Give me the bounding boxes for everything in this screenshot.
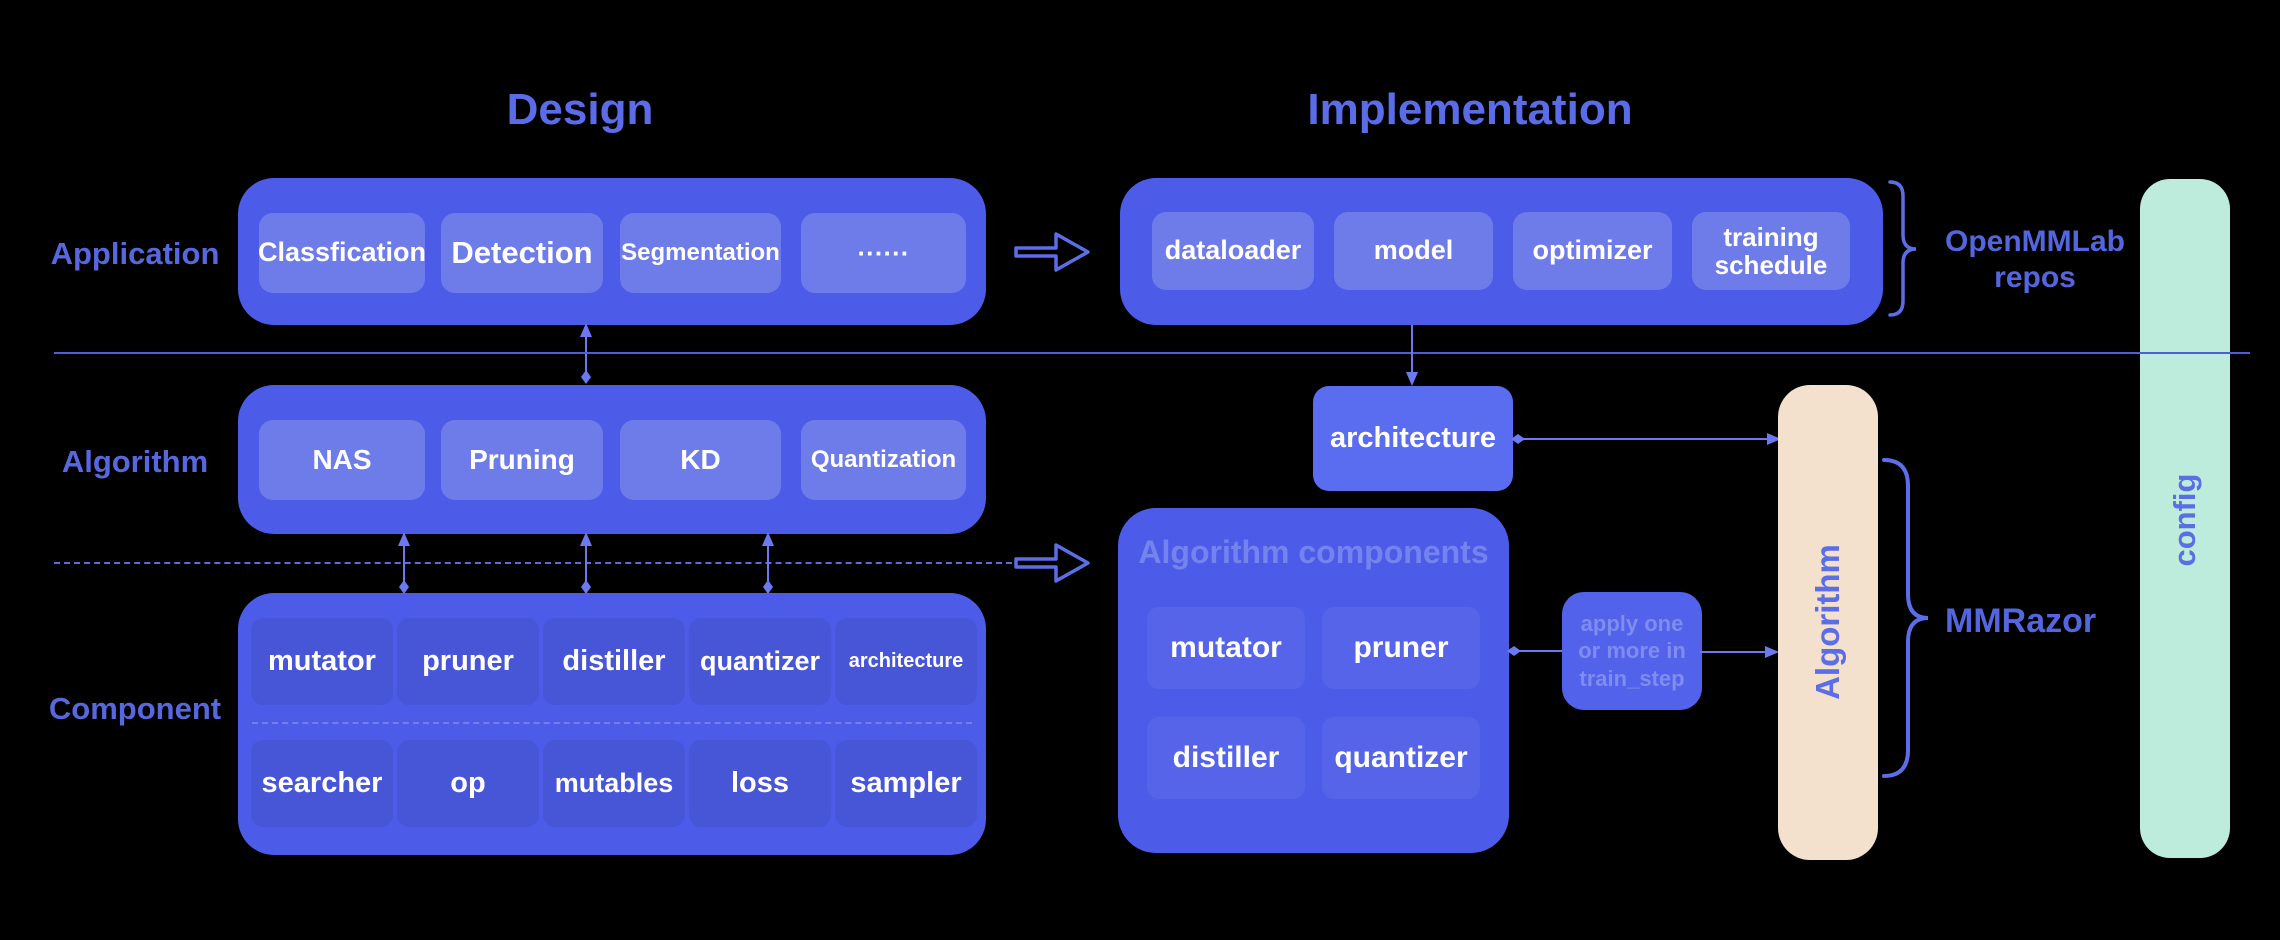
component-quantizer: quantizer (689, 618, 831, 705)
component-mutables: mutables (543, 740, 685, 827)
impl-component-pruner: pruner (1322, 607, 1480, 689)
impl-dataloader: dataloader (1152, 212, 1314, 290)
arrow-component-to-algorithm-1-icon (398, 532, 410, 594)
component-searcher: searcher (251, 740, 393, 827)
component-mutator: mutator (251, 618, 393, 705)
arrow-architecture-to-algorithm-bar-icon (1511, 433, 1781, 445)
openmmlab-line1: OpenMMLab (1945, 225, 2125, 258)
apply-note-line2: or more in (1578, 638, 1686, 664)
apply-note-line3: train_step (1579, 665, 1685, 691)
impl-training-schedule: training schedule (1692, 212, 1850, 290)
component-architecture: architecture (835, 618, 977, 705)
openmmlab-brace-icon (1888, 180, 1917, 317)
component-box-inner-divider (252, 722, 972, 724)
component-pruner: pruner (397, 618, 539, 705)
openmmlab-line2: repos (1994, 261, 2076, 294)
impl-component-distiller: distiller (1147, 717, 1305, 799)
arrow-component-to-algorithm-2-icon (580, 532, 592, 594)
row-label-algorithm: Algorithm (61, 444, 209, 479)
design-algo-nas: NAS (259, 420, 425, 500)
config-bar (2140, 179, 2230, 858)
design-algo-kd: KD (620, 420, 781, 500)
component-op: op (397, 740, 539, 827)
impl-architecture-box: architecture (1313, 386, 1513, 491)
row-label-application: Application (50, 236, 220, 271)
design-app-ellipsis: ······ (801, 213, 966, 293)
config-bar-label: config (2167, 473, 2202, 567)
connector-components-to-note-icon (1507, 646, 1564, 656)
algorithm-bar (1778, 385, 1878, 860)
apply-note-line1: apply one (1580, 610, 1684, 636)
row-label-component: Component (48, 691, 222, 726)
impl-algorithm-components-box: Algorithm components mutator pruner dist… (1118, 508, 1509, 853)
design-app-classfication: Classfication (258, 213, 426, 293)
apply-note-box: apply one or more in train_step (1562, 592, 1702, 710)
algorithm-components-heading: Algorithm components (1138, 534, 1489, 570)
design-to-implementation-arrow-bottom-icon (1014, 543, 1090, 583)
openmmlab-repos-label: OpenMMLab repos (1930, 224, 2140, 296)
design-to-implementation-arrow-top-icon (1014, 232, 1090, 272)
design-algo-quantization: Quantization (801, 420, 966, 500)
design-algo-pruning: Pruning (441, 420, 603, 500)
apply-note-text: apply one or more in train_step (1578, 610, 1686, 693)
impl-component-quantizer: quantizer (1322, 717, 1480, 799)
mmrazor-label: MMRazor (1945, 602, 2097, 640)
mmrazor-brace-icon (1882, 458, 1929, 778)
design-app-detection: Detection (441, 213, 603, 293)
component-distiller: distiller (543, 618, 685, 705)
algorithm-bar-label: Algorithm (1809, 544, 1846, 700)
impl-component-mutator: mutator (1147, 607, 1305, 689)
arrow-note-to-algorithm-bar-icon (1700, 646, 1779, 658)
arrow-component-to-algorithm-3-icon (762, 532, 774, 594)
arrow-model-to-architecture-icon (1406, 325, 1418, 386)
component-loss: loss (689, 740, 831, 827)
arrow-algorithm-to-application-icon (580, 323, 592, 384)
design-app-segmentation: Segmentation (620, 213, 781, 293)
design-component-box: mutator pruner distiller quantizer archi… (238, 593, 986, 855)
algorithm-component-dashed-divider (54, 562, 1012, 564)
implementation-title: Implementation (1307, 85, 1633, 134)
impl-model: model (1334, 212, 1493, 290)
impl-optimizer: optimizer (1513, 212, 1672, 290)
design-title: Design (506, 85, 654, 134)
component-sampler: sampler (835, 740, 977, 827)
application-algorithm-divider (54, 352, 2250, 354)
